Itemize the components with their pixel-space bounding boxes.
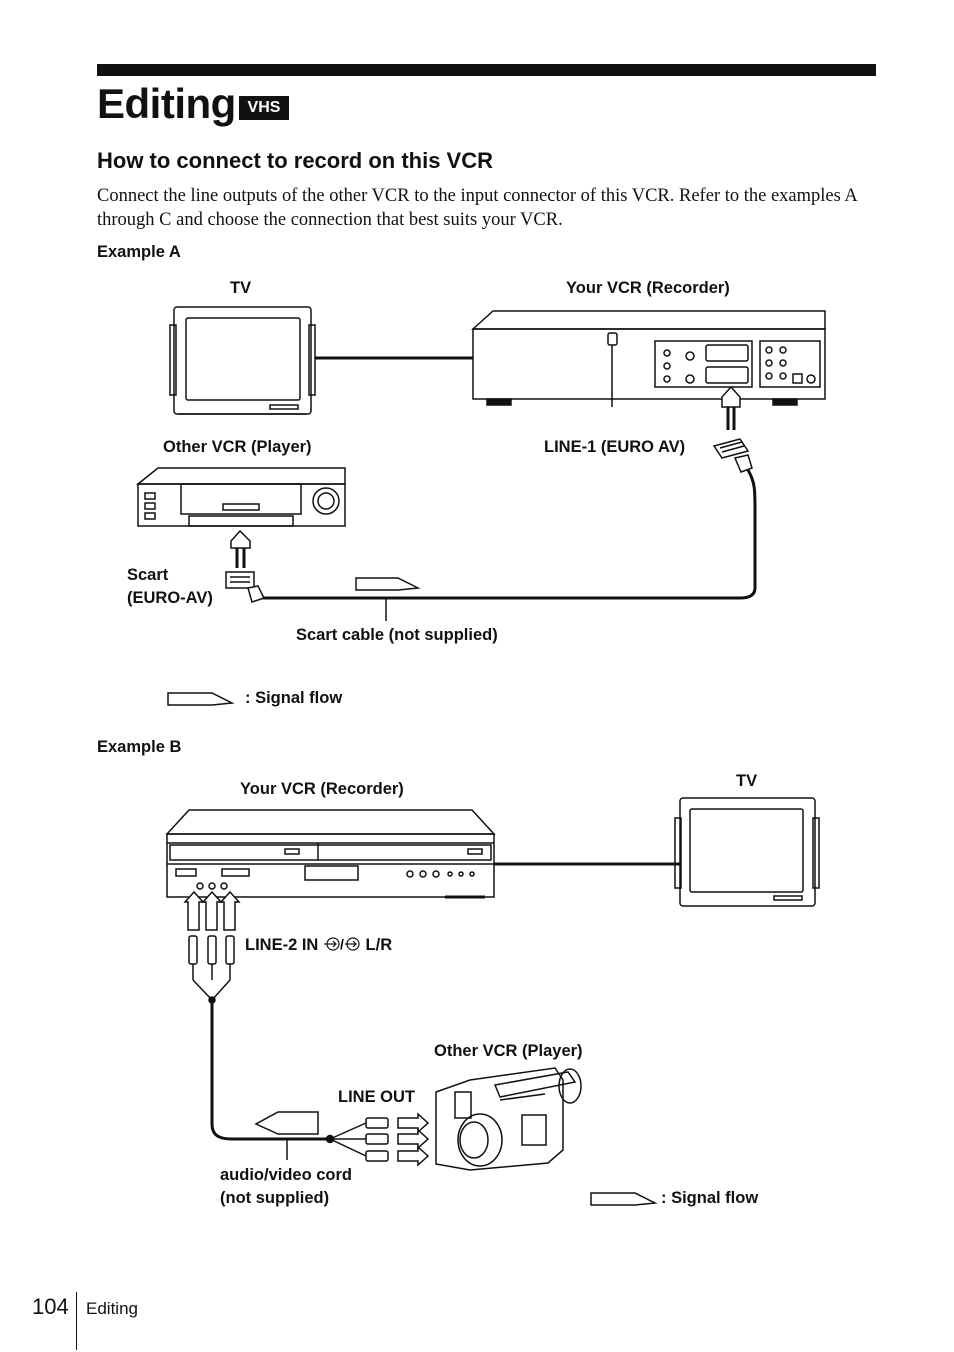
example-a-heading: Example A xyxy=(97,243,181,261)
example-b-cord-label-1: audio/video cord xyxy=(220,1166,353,1184)
top-rule xyxy=(97,64,876,76)
example-b-line2-label: LINE-2 IN / L/R xyxy=(245,936,392,955)
page-title: Editing xyxy=(97,80,236,127)
example-b-lineout-plugs xyxy=(365,1117,389,1162)
footer-section: Editing xyxy=(86,1299,138,1318)
example-b-recorder-illustration xyxy=(165,809,496,899)
example-b-rca-plugs xyxy=(188,935,235,980)
section-body: Connect the line outputs of the other VC… xyxy=(97,186,857,230)
example-a-player-scart-plug xyxy=(225,571,266,603)
example-a-recorder-illustration xyxy=(471,310,826,407)
example-a-cable-label: Scart cable (not supplied) xyxy=(296,626,498,644)
vhs-badge-text: VHS xyxy=(247,99,281,116)
example-b-legend-arrow xyxy=(590,1192,658,1206)
example-b-heading: Example B xyxy=(97,738,182,756)
example-a-legend-label: : Signal flow xyxy=(245,689,343,707)
example-b-player-label: Other VCR (Player) xyxy=(434,1042,583,1060)
example-a-line1-scart-plug xyxy=(712,438,753,473)
example-a-player-arrow xyxy=(230,529,251,568)
video-audio-input-icon: / xyxy=(323,936,360,952)
footer-divider xyxy=(76,1292,77,1350)
example-a-player-label: Other VCR (Player) xyxy=(163,438,312,456)
example-a-recorder-label: Your VCR (Recorder) xyxy=(566,279,730,297)
example-b-camcorder-arrows xyxy=(397,1112,430,1167)
example-a-tv-illustration xyxy=(169,306,316,415)
section-heading: How to connect to record on this VCR xyxy=(97,148,494,173)
example-a-legend-arrow xyxy=(167,692,235,706)
svg-text:/: / xyxy=(340,936,344,952)
example-b-recorder-arrows xyxy=(183,890,241,931)
example-a-line1-label: LINE-1 (EURO AV) xyxy=(544,438,686,456)
example-a-line1-arrow xyxy=(721,385,741,430)
example-b-lineout-label: LINE OUT xyxy=(338,1088,415,1106)
example-b-tv-illustration xyxy=(674,797,820,907)
line2-label-prefix: LINE-2 IN xyxy=(245,936,319,954)
example-b-camcorder-illustration xyxy=(435,1067,582,1171)
example-a-player-illustration xyxy=(135,467,346,527)
line2-label-suffix: L/R xyxy=(365,936,393,954)
example-a-tv-label: TV xyxy=(230,279,252,297)
example-b-tv-label: TV xyxy=(736,772,758,790)
page-number: 104 xyxy=(32,1294,69,1319)
example-b-recorder-label: Your VCR (Recorder) xyxy=(240,780,404,798)
vhs-badge: VHS xyxy=(239,96,289,120)
example-b-cord-label-2: (not supplied) xyxy=(220,1189,330,1207)
example-b-legend-label: : Signal flow xyxy=(661,1189,759,1207)
example-a-scart-label-1: Scart xyxy=(127,566,169,584)
example-a-scart-label-2: (EURO-AV) xyxy=(127,589,213,607)
